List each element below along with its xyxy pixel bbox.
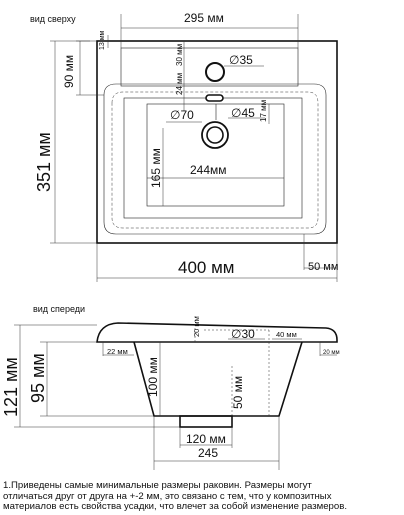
bowl-rim [103,83,327,235]
footnote: 1.Приведены самые минимальные размеры ра… [3,480,403,513]
footnote-line-2: отличаться друг от друга на +-2 мм, это … [3,490,332,502]
dim-depth-165: 165 мм [149,148,163,188]
dim-drain-70: ∅70 [170,108,194,122]
dim-depth-100: 100 мм [146,357,160,397]
dim-13: 13 мм [99,30,106,50]
top-outer-outline [96,40,338,244]
dim-side-20: 20 мм [323,350,340,356]
dim-hole-35: ∅35 [229,53,253,67]
dim-side-40: 40 мм [276,330,297,339]
overflow-slot-icon [205,94,224,102]
dim-width-245: 245 [198,446,218,460]
top-view-label: вид сверху [30,14,76,24]
bowl-bottom [146,103,285,207]
dim-side-22: 22 мм [107,347,128,356]
dim-drain-45: ∅45 [231,106,255,120]
dim-height-95: 95 мм [28,353,48,403]
dim-front-20: 20 мм [192,316,201,337]
front-top-slab [96,322,338,343]
dim-width-120: 120 мм [186,432,226,446]
faucet-hole-icon [205,62,225,82]
dim-side-50: 50 мм [308,261,338,273]
dim-height-121: 121 мм [1,357,21,417]
faucet-deck [120,47,299,87]
dim-width-295: 295 мм [184,11,224,25]
sink-dimension-drawing: вид сверху 295 мм 13 мм 90 мм 30 мм 24 м… [1,11,340,470]
front-view-label: вид спереди [33,304,85,314]
footnote-line-3: материалов есть свойства усадки, что вле… [3,501,347,513]
dim-depth-351: 351 мм [34,132,54,192]
dim-drain-50: 50 мм [231,376,245,409]
front-drain-pipe [179,415,233,428]
dim-17: 17 мм [259,100,268,122]
dim-hole-30: ∅30 [231,327,255,341]
inner-rim-dashed [111,91,319,229]
dim-depth-90: 90 мм [62,55,76,88]
footnote-line-1: 1.Приведены самые минимальные размеры ра… [3,480,312,491]
dim-bowl-244: 244мм [190,163,227,177]
dim-24: 24 мм [175,73,184,95]
dim-30: 30 мм [175,44,184,66]
dim-width-400: 400 мм [178,258,234,277]
drain-inner-icon [206,126,224,144]
